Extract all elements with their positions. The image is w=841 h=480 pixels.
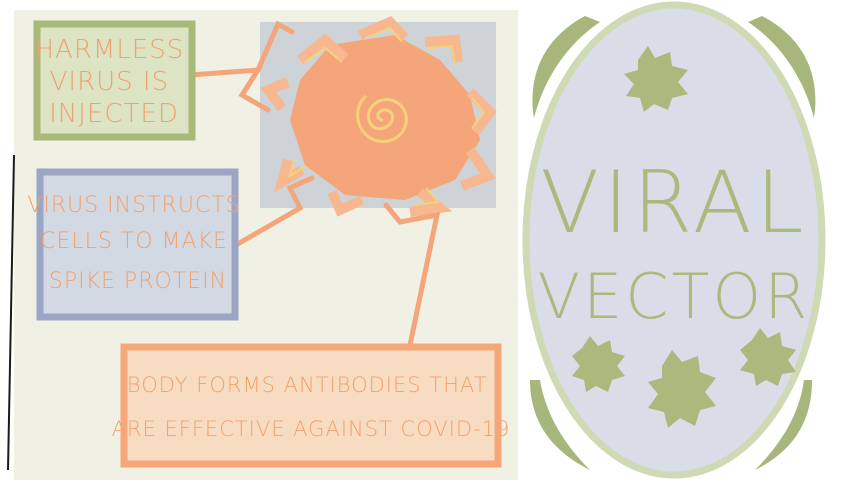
harmless-line-2: VIRUS IS	[50, 67, 170, 97]
antibodies-line-1: BODY FORMS ANTIBODIES THAT	[127, 373, 488, 397]
svg-text:BODY FORMS ANTIBODIES THAT: BODY FORMS ANTIBODIES THAT ARE EFFECTIVE…	[112, 373, 511, 441]
connector-instructs	[233, 175, 315, 248]
badge-line-1: VIRAL	[540, 153, 807, 253]
virus-blob-icon	[572, 336, 625, 392]
connector-harmless-top	[255, 20, 295, 73]
instructs-line-1: VIRUS INSTRUCTS	[27, 193, 240, 218]
box-antibodies: BODY FORMS ANTIBODIES THAT ARE EFFECTIVE…	[112, 343, 511, 468]
antibodies-line-2: ARE EFFECTIVE AGAINST COVID-19	[112, 417, 511, 441]
connectors	[187, 20, 441, 348]
panel-left-edge	[7, 154, 15, 471]
leaf-bottom-left	[530, 380, 590, 470]
virus-illustration	[259, 16, 497, 217]
leaf-bottom-right	[755, 380, 812, 470]
box-instructs: VIRUS INSTRUCTS CELLS TO MAKE SPIKE PROT…	[27, 168, 248, 321]
connector-antibodies	[383, 202, 441, 348]
svg-text:VIRUS INSTRUCTS CELLS TO: VIRUS INSTRUCTS CELLS TO MAKE SPIKE PROT…	[27, 193, 248, 294]
instructs-line-3: SPIKE PROTEIN	[49, 269, 227, 294]
spiral-icon	[356, 94, 408, 143]
virus-blob-icon	[740, 328, 796, 386]
virus-icon	[259, 16, 497, 217]
svg-text:HARMLESS VIRUS IS: HARMLESS VIRUS IS INJECTED	[34, 35, 193, 129]
leaf-top-left	[532, 16, 600, 118]
badge-line-2: VECTOR	[538, 260, 811, 333]
virus-blob-icon	[648, 350, 716, 428]
box-harmless: HARMLESS VIRUS IS INJECTED	[33, 20, 196, 141]
virus-blob-icon	[624, 46, 688, 112]
instructs-line-2: CELLS TO MAKE	[40, 229, 228, 254]
harmless-line-3: INJECTED	[49, 99, 179, 129]
harmless-line-1: HARMLESS	[34, 35, 184, 65]
leaf-top-right	[748, 16, 816, 118]
viral-vector-badge: VIRAL VECTOR	[522, 1, 826, 479]
connector-harmless	[187, 67, 271, 113]
